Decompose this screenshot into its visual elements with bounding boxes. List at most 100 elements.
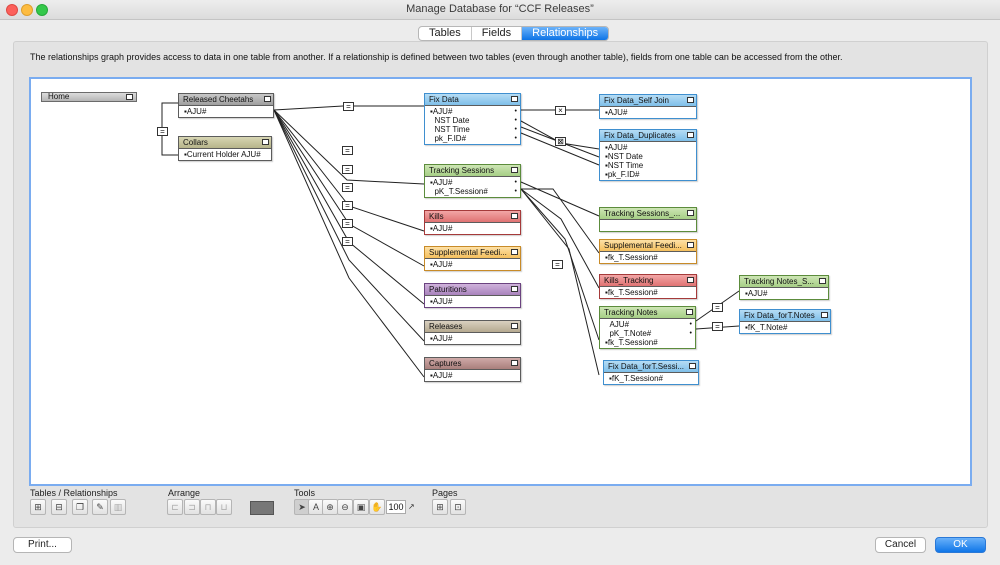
table-tracking-notes-sub[interactable]: Tracking Notes_S... ▪AJU# xyxy=(739,275,829,300)
table-tracking-notes[interactable]: Tracking Notes AJU#• pK_T.Note#• ▪fk_T.S… xyxy=(599,306,696,349)
collapse-icon[interactable] xyxy=(511,96,518,102)
field-row[interactable]: ▪fk_T.Session# xyxy=(605,253,658,262)
relationship-equals-icon[interactable]: = xyxy=(342,183,353,192)
cancel-button[interactable]: Cancel xyxy=(875,537,926,553)
edit-pencil-icon[interactable]: ✎ xyxy=(92,499,108,515)
distribute-icon[interactable]: ⊓ xyxy=(200,499,216,515)
field-row[interactable]: ▪AJU# xyxy=(745,289,768,298)
relationship-equals-icon[interactable]: = xyxy=(342,237,353,246)
close-window-button[interactable] xyxy=(6,4,18,16)
relationship-equals-icon[interactable]: = xyxy=(342,146,353,155)
field-row[interactable]: ▪pk_F.ID# xyxy=(605,170,640,179)
table-tracking-sessions[interactable]: Tracking Sessions ▪AJU#• pK_T.Session#• xyxy=(424,164,521,198)
relationship-cartesian-icon[interactable]: × xyxy=(555,106,566,115)
table-supplemental-feeding[interactable]: Supplemental Feedi... ▪AJU# xyxy=(424,246,521,271)
zoom-window-button[interactable] xyxy=(36,4,48,16)
field-row[interactable]: ▪fK_T.Note# xyxy=(745,323,788,332)
field-row[interactable]: ▪Current Holder AJU# xyxy=(184,150,261,159)
page-grid-icon[interactable]: ⊞ xyxy=(432,499,448,515)
field-row[interactable]: ▪NST Date xyxy=(605,152,643,161)
field-row[interactable]: ▪AJU#• xyxy=(430,178,517,187)
relationship-equals-icon[interactable]: = xyxy=(343,102,354,111)
collapse-icon[interactable] xyxy=(262,139,269,145)
collapse-icon[interactable] xyxy=(687,277,694,283)
field-row[interactable]: pK_T.Session#• xyxy=(434,187,517,196)
relationship-equals-icon[interactable]: = xyxy=(342,201,353,210)
tab-fields[interactable]: Fields xyxy=(472,27,523,40)
tab-relationships[interactable]: Relationships xyxy=(522,27,609,40)
collapse-icon[interactable] xyxy=(687,97,694,103)
hand-icon[interactable]: ✋ xyxy=(369,499,385,515)
table-releases[interactable]: Releases ▪AJU# xyxy=(424,320,521,345)
minimize-window-button[interactable] xyxy=(21,4,33,16)
duplicate-icon[interactable]: ❐ xyxy=(72,499,88,515)
resize-icon[interactable]: ⊔ xyxy=(216,499,232,515)
field-row[interactable]: NST Time• xyxy=(434,125,517,134)
zoom-percent-field[interactable]: 100 xyxy=(386,500,406,514)
table-kills[interactable]: Kills ▪AJU# xyxy=(424,210,521,235)
collapse-icon[interactable] xyxy=(819,278,826,284)
collapse-icon[interactable] xyxy=(511,213,518,219)
relationship-equals-icon[interactable]: = xyxy=(342,165,353,174)
relationship-not-equal-icon[interactable]: ⊠ xyxy=(555,137,566,146)
table-fix-data-self-join[interactable]: Fix Data_Self Join ▪AJU# xyxy=(599,94,697,119)
ok-button[interactable]: OK xyxy=(935,537,986,553)
table-captures[interactable]: Captures ▪AJU# xyxy=(424,357,521,382)
fit-window-icon[interactable]: ▣ xyxy=(353,499,369,515)
table-paturitions[interactable]: Paturitions ▪AJU# xyxy=(424,283,521,308)
field-row[interactable]: ▪fk_T.Session# xyxy=(605,338,658,347)
delete-icon[interactable]: ▥ xyxy=(110,499,126,515)
relationship-equals-icon[interactable]: = xyxy=(552,260,563,269)
collapse-icon[interactable] xyxy=(511,360,518,366)
table-fix-data-for-t-notes[interactable]: Fix Data_forT.Notes ▪fK_T.Note# xyxy=(739,309,831,334)
field-row[interactable]: ▪fK_T.Session# xyxy=(609,374,663,383)
field-row[interactable]: ▪fk_T.Session# xyxy=(605,288,658,297)
table-released-cheetahs[interactable]: Released Cheetahs ▪AJU# xyxy=(178,93,274,118)
zoom-arrow-icon[interactable]: ↗ xyxy=(408,502,415,511)
relationship-equals-icon[interactable]: = xyxy=(712,322,723,331)
table-tracking-sessions-sub[interactable]: Tracking Sessions_... xyxy=(599,207,697,232)
field-row[interactable]: pK_T.Note#• xyxy=(609,329,692,338)
field-row[interactable]: ▪AJU# xyxy=(430,224,453,233)
table-fix-data-for-t-session[interactable]: Fix Data_forT.Sessi... ▪fK_T.Session# xyxy=(603,360,699,385)
field-row[interactable]: ▪AJU# xyxy=(430,334,453,343)
page-setup-icon[interactable]: ⊡ xyxy=(450,499,466,515)
tab-tables[interactable]: Tables xyxy=(419,27,472,40)
collapse-icon[interactable] xyxy=(511,286,518,292)
relationships-graph[interactable]: Home Released Cheetahs ▪AJU# Collars ▪Cu… xyxy=(29,77,972,486)
print-button[interactable]: Print... xyxy=(13,537,72,553)
collapse-icon[interactable] xyxy=(689,363,696,369)
relationship-equals-icon[interactable]: = xyxy=(342,219,353,228)
table-collars[interactable]: Collars ▪Current Holder AJU# xyxy=(178,136,272,161)
collapse-icon[interactable] xyxy=(126,94,133,100)
collapse-icon[interactable] xyxy=(687,132,694,138)
field-row[interactable]: AJU#• xyxy=(609,320,692,329)
add-relationship-icon[interactable]: ⊟ xyxy=(51,499,67,515)
field-row[interactable]: ▪AJU# xyxy=(605,108,628,117)
table-kills-tracking[interactable]: Kills_Tracking ▪fk_T.Session# xyxy=(599,274,697,299)
field-row[interactable]: ▪NST Time xyxy=(605,161,644,170)
zoom-out-icon[interactable]: ⊖ xyxy=(337,499,353,515)
field-row[interactable] xyxy=(603,221,693,230)
field-row[interactable]: ▪AJU# xyxy=(430,371,453,380)
table-fix-data[interactable]: Fix Data ▪AJU#• NST Date• NST Time• pk_F… xyxy=(424,93,521,145)
field-row[interactable]: ▪AJU#• xyxy=(430,107,517,116)
relationship-equals-icon[interactable]: = xyxy=(157,127,168,136)
field-row[interactable]: NST Date• xyxy=(434,116,517,125)
field-row[interactable]: ▪AJU# xyxy=(184,107,207,116)
collapse-icon[interactable] xyxy=(687,242,694,248)
add-table-icon[interactable]: ⊞ xyxy=(30,499,46,515)
collapse-icon[interactable] xyxy=(511,167,518,173)
field-row[interactable]: ▪AJU# xyxy=(605,143,628,152)
align-left-icon[interactable]: ⊏ xyxy=(167,499,183,515)
collapse-icon[interactable] xyxy=(686,309,693,315)
collapse-icon[interactable] xyxy=(687,210,694,216)
collapse-icon[interactable] xyxy=(511,323,518,329)
field-row[interactable]: ▪AJU# xyxy=(430,260,453,269)
collapse-icon[interactable] xyxy=(511,249,518,255)
field-row[interactable]: ▪AJU# xyxy=(430,297,453,306)
home-table[interactable]: Home xyxy=(41,92,137,102)
zoom-in-icon[interactable]: ⊕ xyxy=(322,499,338,515)
collapse-icon[interactable] xyxy=(264,96,271,102)
relationship-equals-icon[interactable]: = xyxy=(712,303,723,312)
